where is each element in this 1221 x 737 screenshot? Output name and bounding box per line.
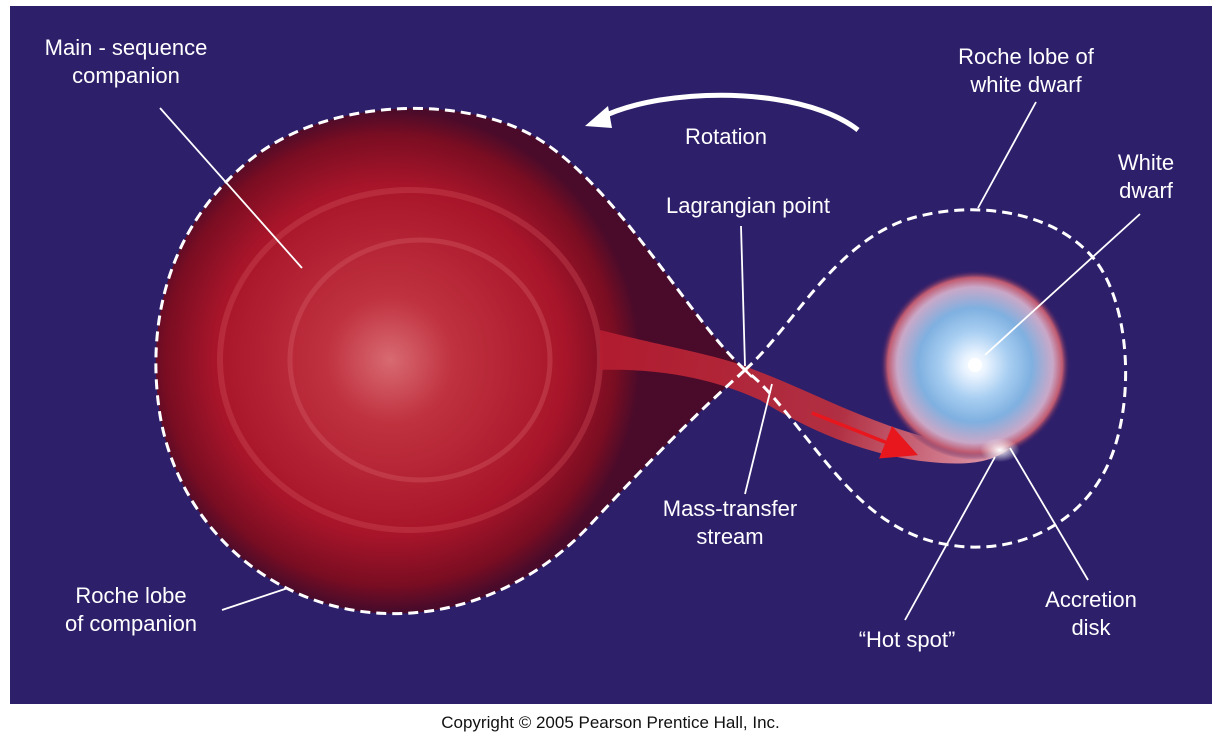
label-roche-lobe-companion: Roche lobe of companion: [64, 583, 198, 636]
label-accretion-disk: Accretion disk: [1045, 587, 1137, 640]
copyright-notice: Copyright © 2005 Pearson Prentice Hall, …: [441, 713, 780, 732]
rotation-arrowhead: [585, 106, 612, 128]
label-lagrangian-point: Lagrangian point: [666, 193, 830, 218]
companion-swirl: [287, 237, 553, 483]
leader-roche-companion: [221, 587, 289, 611]
leader-accretion: [1009, 447, 1089, 581]
label-white-dwarf: White dwarf: [1117, 150, 1175, 203]
mass-transfer-stream: [600, 330, 1010, 464]
label-rotation: Rotation: [685, 124, 767, 149]
diagram-panel: Main - sequence companion Rotation Roche…: [10, 6, 1212, 704]
leader-lagrangian: [740, 225, 746, 367]
main-sequence-companion: [155, 108, 745, 614]
leader-mass-transfer: [744, 383, 773, 495]
arrow-right-icon: [811, 411, 919, 459]
leader-hot-spot: [904, 456, 996, 621]
label-hot-spot: “Hot spot”: [858, 627, 956, 652]
roche-lobe-companion: [154, 106, 747, 616]
white-dwarf-star: [968, 358, 982, 372]
hot-spot-glow: [980, 438, 1020, 462]
binary-system-diagram: [154, 92, 1141, 621]
label-main-sequence-companion: Main - sequence companion: [44, 35, 208, 88]
lagrangian-point-icon: [737, 362, 753, 378]
roche-lobe-white-dwarf: [744, 208, 1128, 549]
leader-companion: [159, 107, 303, 269]
leader-roche-wd: [977, 101, 1037, 209]
leader-white-dwarf: [984, 213, 1141, 356]
label-mass-transfer-stream: Mass-transfer stream: [662, 496, 798, 549]
curved-arrow-left-icon: [598, 92, 860, 132]
label-roche-lobe-white-dwarf: Roche lobe of white dwarf: [958, 44, 1094, 97]
